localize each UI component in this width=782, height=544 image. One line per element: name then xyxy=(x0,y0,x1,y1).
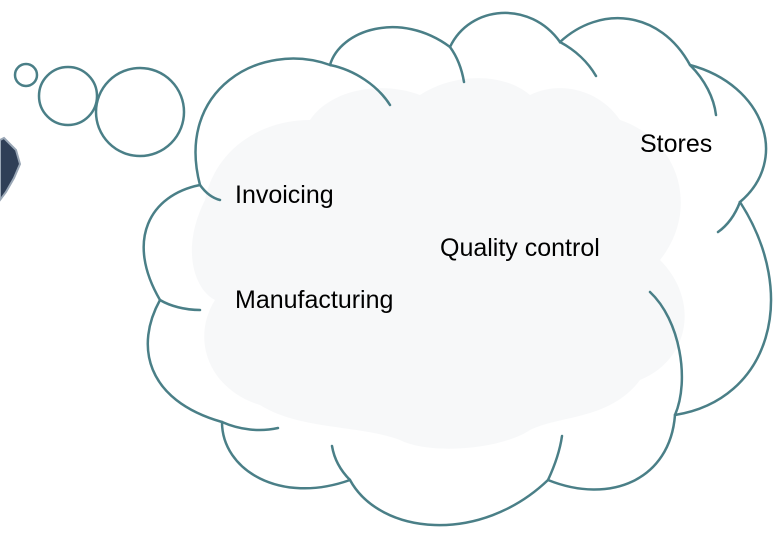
cloud-inner-shade xyxy=(191,78,685,449)
cloud-item-quality-control: Quality control xyxy=(440,234,600,262)
cloud-scallop-strokes xyxy=(158,40,742,482)
cloud-item-manufacturing: Manufacturing xyxy=(235,286,394,314)
cloud-item-stores: Stores xyxy=(640,130,713,158)
person-head-icon xyxy=(0,136,22,202)
thought-bubble-circles-icon xyxy=(13,62,186,158)
cloud-item-invoicing: Invoicing xyxy=(235,181,334,209)
